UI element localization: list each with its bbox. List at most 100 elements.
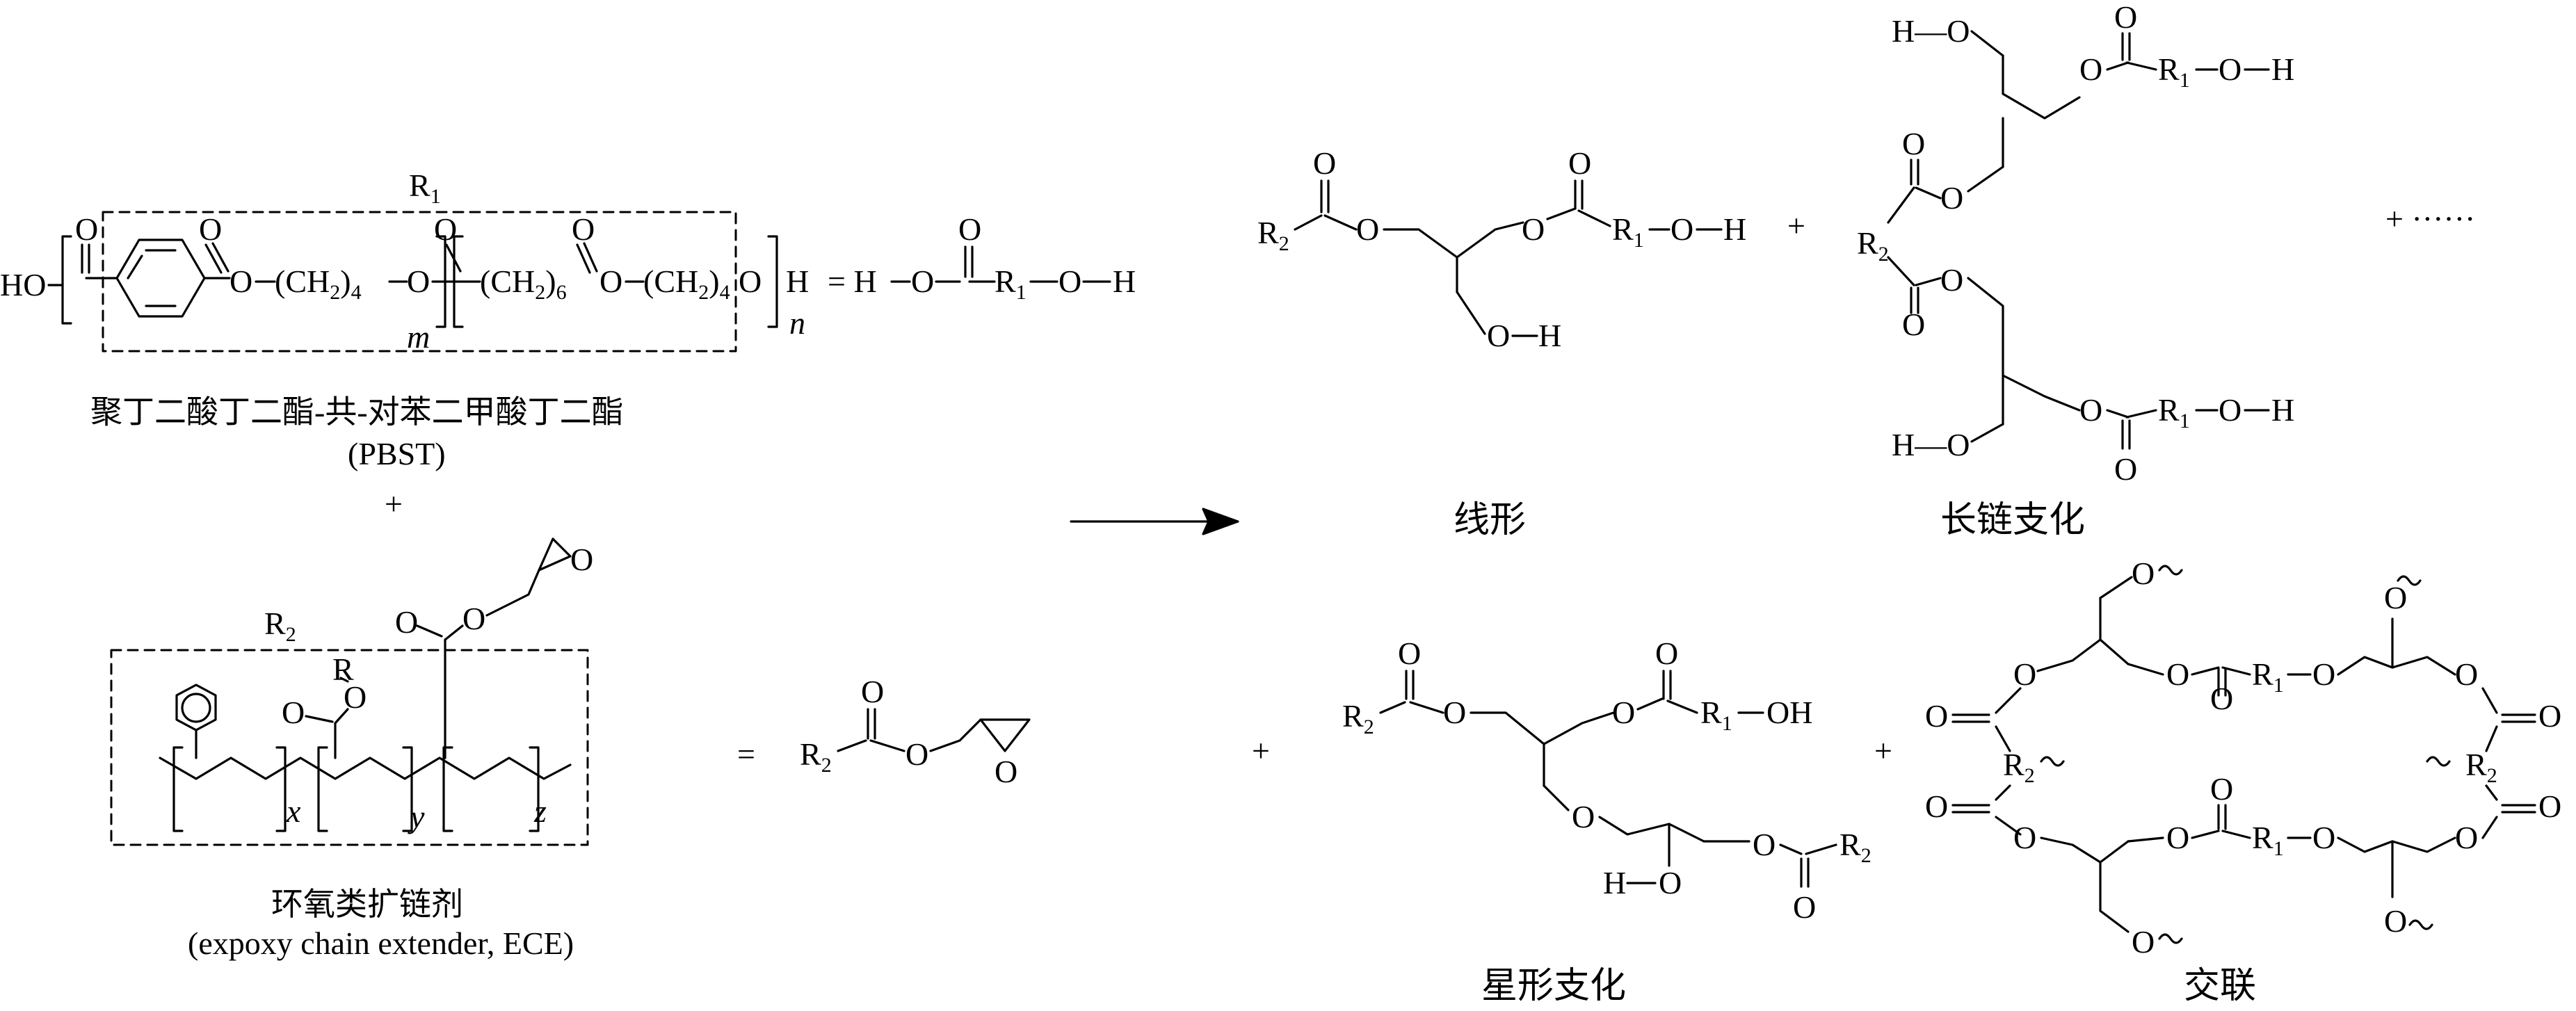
- ester-oxygen: O: [2166, 656, 2189, 692]
- bond: [1887, 186, 1915, 224]
- carbonyl-oxygen: O: [1902, 307, 1925, 342]
- product-plus: +: [1252, 733, 1270, 768]
- carbonyl-oxygen: O: [395, 604, 418, 640]
- equals-h: = H: [828, 264, 877, 299]
- phenyl-aromatic-circle: [181, 693, 211, 723]
- ece-structure: R2 x y z O O R O O O = R2: [110, 537, 1031, 961]
- pbst-caption-cn: 聚丁二酸丁二酯-共-对苯二甲酸丁二酯: [90, 394, 624, 430]
- hydroxyl-oxygen: O: [2219, 392, 2241, 428]
- ece-caption-en: (expoxy chain extender, ECE): [188, 925, 574, 961]
- bond: [2125, 409, 2157, 419]
- carbonyl-oxygen: O: [282, 695, 305, 730]
- wavy-bond: [2158, 565, 2183, 576]
- r2-label: R2: [264, 606, 296, 646]
- carbonyl-oxygen: O: [2114, 0, 2137, 35]
- r2-group: R2: [1840, 827, 1871, 867]
- r2-group: R2: [800, 736, 832, 777]
- hydroxyl-oxygen: O: [1671, 211, 1693, 247]
- glycerol-backbone: [2337, 836, 2456, 853]
- bond: [2099, 638, 2130, 665]
- glycidyl-chain: [485, 569, 540, 617]
- repeat-z: z: [533, 793, 547, 829]
- r1-group: R1: [995, 264, 1027, 304]
- epoxide-ring: [538, 537, 572, 572]
- product-plus: +: [1874, 733, 1892, 768]
- carbonyl-oxygen: O: [434, 211, 457, 247]
- ester-oxygen: O: [2079, 51, 2102, 87]
- r1-dashed-box: [102, 211, 737, 353]
- bond: [2481, 816, 2498, 839]
- r1-group: R1: [2158, 392, 2190, 432]
- carbonyl-oxygen: O: [1655, 636, 1678, 671]
- carbonyl-oxygen: O: [1793, 889, 1816, 925]
- bond: [1577, 209, 1611, 227]
- ester-oxygen: O: [230, 264, 252, 299]
- wavy-bond: [2397, 575, 2422, 586]
- glycidyl-chain: [929, 718, 982, 752]
- wavy-bond: [2158, 933, 2183, 944]
- carbonyl-oxygen: O: [572, 211, 595, 247]
- glycerol-backbone: [1598, 816, 1705, 843]
- double-bond: [211, 242, 230, 273]
- bond: [2106, 409, 2130, 419]
- double-bond: [305, 715, 334, 723]
- ether-oxygen: O: [2312, 820, 2335, 855]
- bracket-z-right: [529, 746, 540, 832]
- bond: [1456, 291, 1486, 335]
- crosslinked-product: O O O O R1 O O O O O R2 O: [1925, 556, 2561, 1006]
- r1-group: R1: [1700, 695, 1732, 735]
- carbonyl-oxygen: O: [75, 211, 98, 247]
- bond: [2191, 830, 2220, 839]
- bond: [837, 739, 867, 752]
- bond: [1970, 30, 2004, 57]
- repeat-x: x: [286, 793, 301, 829]
- wavy-bond: [2408, 919, 2433, 930]
- bond: [2106, 61, 2130, 71]
- bond: [1995, 725, 2011, 752]
- ester-oxygen: O: [2166, 820, 2189, 855]
- bond: [1779, 843, 1803, 855]
- bond: [1409, 701, 1444, 714]
- carbonyl-oxygen: O: [2538, 788, 2561, 824]
- bond: [2099, 840, 2130, 864]
- ether-oxygen: O: [2132, 924, 2155, 960]
- bond: [1805, 843, 1837, 855]
- bracket-x-right: [275, 746, 287, 832]
- r-group: R: [332, 652, 354, 687]
- bond: [444, 624, 464, 641]
- ester-oxygen: O: [1940, 262, 1963, 298]
- bond: [1323, 214, 1358, 231]
- r2-group: R2: [1342, 698, 1374, 738]
- hydroxyl-oxygen: O: [1659, 865, 1682, 900]
- carbonyl-oxygen: O: [2210, 771, 2233, 807]
- pbst-structure: R1 HO O O O (CH2)4 O m O (CH2)6 O: [0, 168, 1136, 471]
- long-chain-caption: 长链支化: [1940, 501, 2085, 540]
- bond: [1995, 816, 2022, 836]
- carbonyl-oxygen: O: [1902, 126, 1925, 161]
- bracket-n-right: [767, 235, 778, 328]
- bond: [1915, 277, 1942, 286]
- ester-oxygen: O: [2079, 392, 2102, 428]
- ether-oxygen: O: [2312, 656, 2335, 692]
- ester-oxygen: O: [2455, 656, 2478, 692]
- bond: [339, 677, 349, 683]
- bond: [2099, 576, 2133, 599]
- butylene-group: (CH2)4: [643, 264, 730, 304]
- linear-product: R2 O O O H O O R1 O H 线形: [1257, 145, 1746, 540]
- ester-oxygen: O: [1443, 695, 1466, 730]
- bracket-x-left: [172, 746, 184, 832]
- double-bond: [583, 242, 598, 273]
- bond: [1970, 423, 2004, 443]
- bond: [1379, 701, 1406, 714]
- bracket-n-left: [61, 235, 72, 325]
- carbonyl-oxygen: O: [2114, 451, 2137, 487]
- bond: [2127, 836, 2164, 843]
- double-bond: [204, 243, 223, 274]
- bond: [1666, 699, 1698, 714]
- bond: [1967, 165, 2004, 193]
- double-bond: [445, 243, 462, 273]
- epoxide-oxygen: O: [570, 542, 593, 577]
- ester-oxygen: O: [911, 264, 934, 299]
- bond: [2481, 687, 2498, 714]
- r1-group: R1: [2158, 51, 2190, 92]
